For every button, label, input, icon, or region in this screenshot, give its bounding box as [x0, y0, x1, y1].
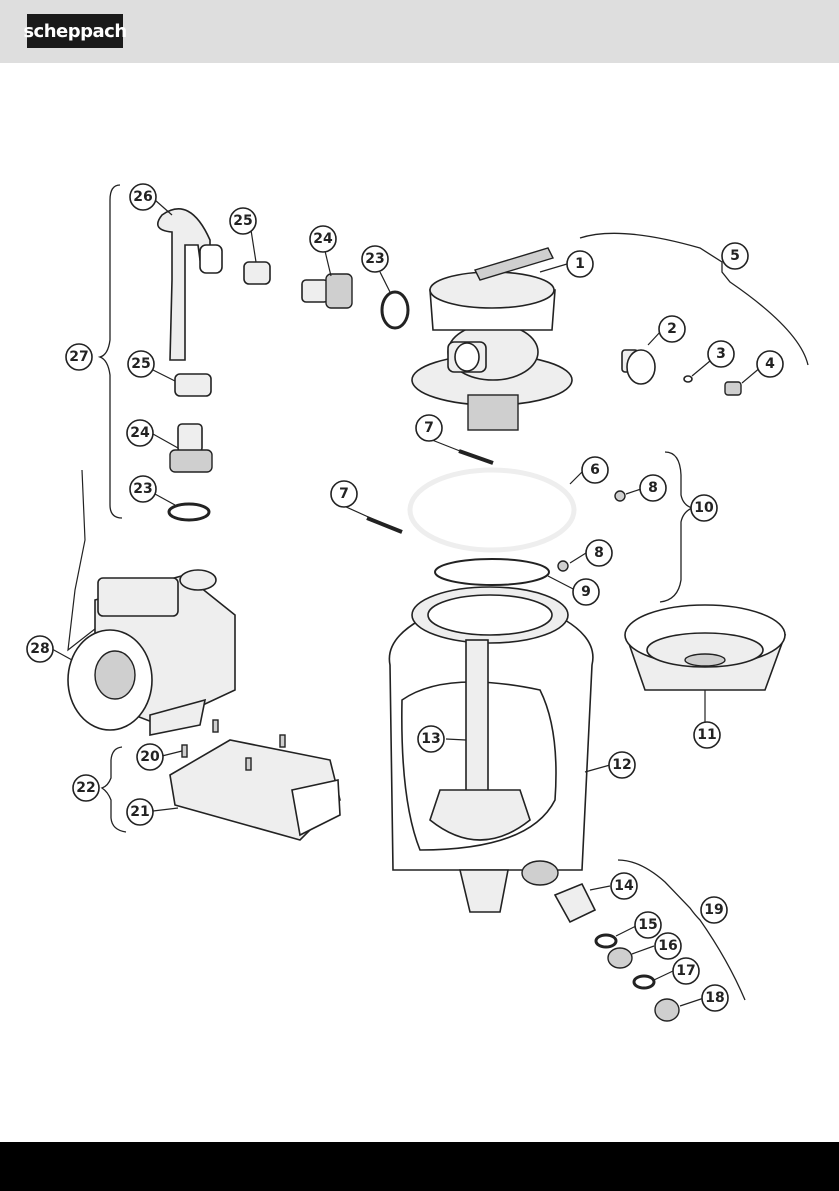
svg-text:13: 13 — [421, 731, 440, 747]
callout-14: 14 — [611, 873, 637, 899]
part-screw-b — [367, 518, 402, 532]
bracket-5 — [580, 233, 808, 365]
svg-text:24: 24 — [313, 231, 333, 247]
part-o-ring-a — [382, 292, 408, 328]
svg-text:8: 8 — [594, 545, 604, 561]
callout-6: 6 — [582, 457, 608, 483]
svg-text:2: 2 — [667, 321, 677, 337]
svg-text:22: 22 — [76, 780, 95, 796]
callout-7b: 7 — [331, 481, 357, 507]
callout-2: 2 — [659, 316, 685, 342]
svg-text:27: 27 — [69, 349, 88, 365]
svg-text:5: 5 — [730, 248, 740, 264]
callout-27: 27 — [66, 344, 92, 370]
bracket-10 — [660, 452, 692, 602]
callout-15: 15 — [635, 912, 661, 938]
svg-text:3: 3 — [716, 346, 726, 362]
callout-28: 28 — [27, 636, 53, 662]
part-connector-small — [622, 350, 655, 384]
part-hose-nipple — [555, 884, 595, 922]
part-drain-plug — [725, 382, 741, 395]
callout-8b: 8 — [586, 540, 612, 566]
svg-text:23: 23 — [365, 251, 384, 267]
callout-21: 21 — [127, 799, 153, 825]
part-hose-clamp-a — [244, 262, 270, 284]
svg-text:23: 23 — [133, 481, 152, 497]
svg-text:8: 8 — [648, 480, 658, 496]
callout-16: 16 — [655, 933, 681, 959]
part-clamp-ring — [410, 470, 574, 550]
part-nut-a — [615, 491, 625, 501]
svg-text:7: 7 — [339, 486, 349, 502]
callout-26: 26 — [130, 184, 156, 210]
svg-text:15: 15 — [638, 917, 657, 933]
svg-text:6: 6 — [590, 462, 600, 478]
callout-25a: 25 — [230, 208, 256, 234]
svg-text:7: 7 — [424, 420, 434, 436]
callout-19: 19 — [701, 897, 727, 923]
svg-text:25: 25 — [233, 213, 252, 229]
callout-1: 1 — [567, 251, 593, 277]
svg-text:21: 21 — [130, 804, 149, 820]
part-hose-nut — [655, 999, 679, 1021]
svg-text:9: 9 — [581, 584, 591, 600]
svg-text:10: 10 — [694, 500, 714, 516]
part-lid-basket — [625, 605, 785, 690]
callout-3: 3 — [708, 341, 734, 367]
svg-text:18: 18 — [705, 990, 724, 1006]
callout-8a: 8 — [640, 475, 666, 501]
bracket-27 — [100, 185, 122, 518]
svg-text:26: 26 — [133, 189, 152, 205]
callout-4: 4 — [757, 351, 783, 377]
callout-24b: 24 — [127, 420, 153, 446]
callout-23b: 23 — [130, 476, 156, 502]
part-o-ring-b — [169, 504, 209, 520]
part-filter-tank — [389, 587, 593, 912]
part-nut-b — [558, 561, 568, 571]
part-lock-nut — [608, 948, 632, 968]
callout-12: 12 — [609, 752, 635, 778]
part-gasket-b — [634, 976, 654, 988]
svg-text:1: 1 — [575, 256, 585, 272]
svg-text:4: 4 — [765, 356, 775, 372]
bracket-22 — [102, 747, 126, 832]
callout-25b: 25 — [128, 351, 154, 377]
callout-18: 18 — [702, 985, 728, 1011]
svg-text:24: 24 — [130, 425, 150, 441]
svg-text:11: 11 — [697, 727, 716, 743]
part-hose-clamp-b — [175, 374, 211, 396]
part-o-ring-small — [684, 376, 692, 382]
footer-bar — [0, 1142, 839, 1191]
callout-23a: 23 — [362, 246, 388, 272]
part-corrugated-hose — [158, 209, 222, 360]
part-adapter-a — [302, 274, 352, 308]
svg-text:17: 17 — [676, 963, 695, 979]
callout-11: 11 — [694, 722, 720, 748]
callout-5: 5 — [722, 243, 748, 269]
callout-10: 10 — [691, 495, 717, 521]
svg-text:25: 25 — [131, 356, 150, 372]
part-adapter-b — [170, 424, 212, 472]
callout-7a: 7 — [416, 415, 442, 441]
callout-24a: 24 — [310, 226, 336, 252]
callout-20: 20 — [137, 744, 163, 770]
part-o-ring-tank — [435, 559, 549, 585]
part-gasket-a — [596, 935, 616, 947]
part-pump-base — [170, 720, 340, 840]
callout-17: 17 — [673, 958, 699, 984]
svg-text:28: 28 — [30, 641, 49, 657]
svg-text:19: 19 — [704, 902, 723, 918]
svg-text:12: 12 — [612, 757, 631, 773]
svg-text:20: 20 — [140, 749, 160, 765]
callout-13: 13 — [418, 726, 444, 752]
callout-22: 22 — [73, 775, 99, 801]
callout-9: 9 — [573, 579, 599, 605]
svg-text:14: 14 — [614, 878, 634, 894]
svg-text:16: 16 — [658, 938, 677, 954]
part-multiport-valve — [412, 248, 572, 430]
